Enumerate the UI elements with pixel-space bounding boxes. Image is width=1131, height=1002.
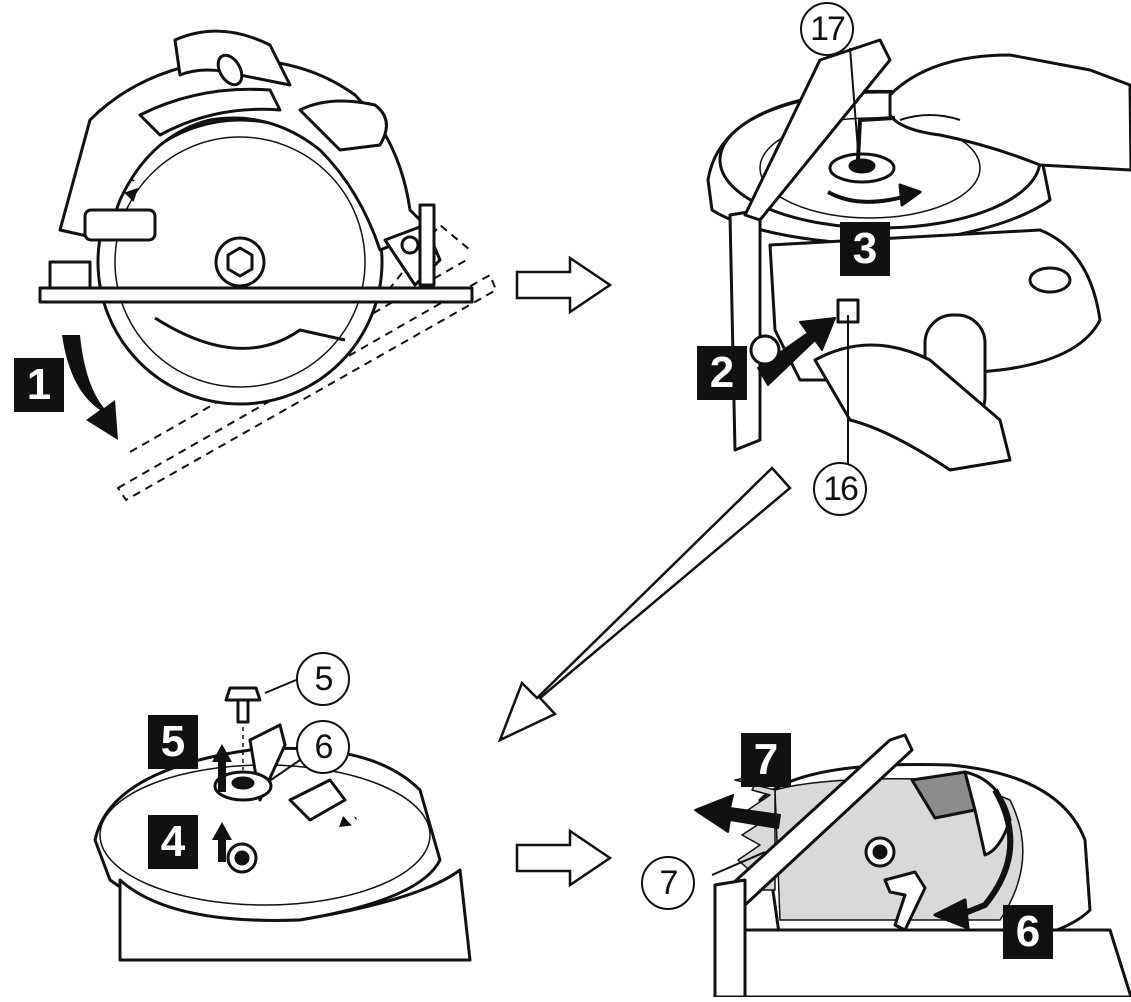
- flow-arrow-right-bottom: [515, 828, 613, 888]
- callout-part-5: 5: [296, 652, 350, 706]
- depth-scale-label: ▶ ̀̀̀: [338, 812, 358, 832]
- arbor-bolt: [226, 246, 254, 278]
- rotate-arrow-icon: [62, 335, 118, 440]
- step-badge-3: 3: [840, 222, 890, 276]
- up-arrow-icon: [212, 744, 232, 792]
- callout-part-7: 7: [641, 856, 695, 910]
- step-badge-7: 7: [741, 733, 791, 787]
- push-arrow-icon: [757, 317, 836, 386]
- base-plate: [38, 286, 474, 304]
- callout-part-17: 17: [800, 2, 854, 56]
- saw-body-icon: ▶ ̀̀̀: [38, 29, 497, 501]
- step-badge-6: 6: [1003, 905, 1053, 959]
- callout-part-16: 16: [813, 462, 867, 516]
- bolt-icon: [224, 686, 262, 770]
- panel-top-right: [706, 38, 1131, 472]
- hand-icon: [888, 53, 1131, 172]
- panel-bottom-left: ▶ ̀̀̀: [93, 679, 472, 962]
- step-badge-1: 1: [14, 358, 64, 412]
- lever-icon: [883, 870, 927, 932]
- step-badge-4: 4: [148, 815, 198, 869]
- flow-arrow-diagonal: [497, 466, 792, 743]
- flow-arrow-right-top: [515, 255, 613, 315]
- step-badge-5: 5: [148, 715, 198, 769]
- step-badge-2: 2: [697, 346, 747, 400]
- lever-icon: [288, 778, 347, 822]
- panel-top-left: ▶ ̀̀̀: [38, 29, 497, 501]
- pull-arrow-icon: [694, 794, 781, 833]
- base-plate-vertical: [728, 208, 762, 452]
- up-arrow-icon: [212, 822, 232, 862]
- callout-part-6: 6: [296, 720, 350, 774]
